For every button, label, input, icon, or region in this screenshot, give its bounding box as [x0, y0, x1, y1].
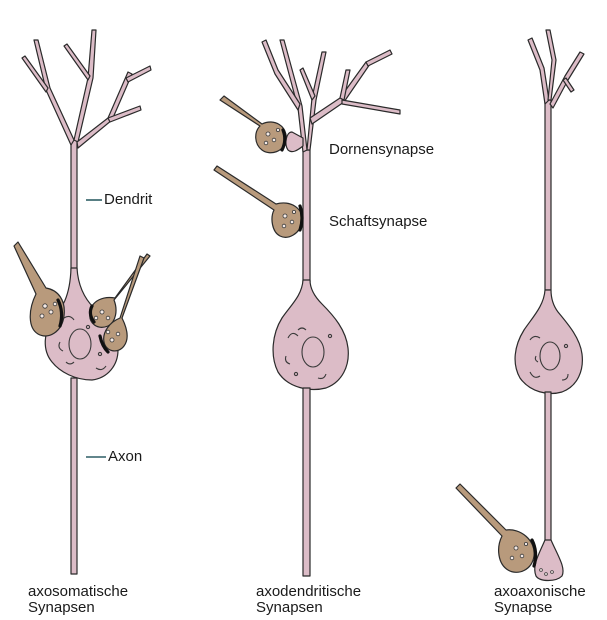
caption-axosomatic: axosomatische Synapsen [28, 584, 128, 616]
dendrite-tree-3 [528, 30, 584, 290]
neuron-axoaxonic [456, 30, 584, 581]
soma-2 [273, 280, 348, 389]
caption-axodendritic: axodendritische Synapsen [256, 584, 361, 616]
caption-axosomatic-line2: Synapsen [28, 600, 128, 616]
caption-axoaxonic-line1: axoaxonische [494, 584, 586, 600]
axon-initial-segment [535, 540, 563, 581]
caption-axoaxonic: axoaxonische Synapse [494, 584, 586, 616]
dendrite-tree-2 [262, 40, 400, 282]
axon-1 [71, 378, 77, 574]
caption-axodendritic-line1: axodendritische [256, 584, 361, 600]
caption-axoaxonic-line2: Synapse [494, 600, 586, 616]
axon-3 [545, 392, 551, 545]
axon-2 [303, 388, 310, 576]
label-schaftsynapse: Schaftsynapse [329, 213, 427, 230]
label-dornensynapse: Dornensynapse [329, 141, 434, 158]
label-axon: Axon [108, 448, 142, 465]
dendritic-spine [286, 132, 303, 152]
caption-axodendritic-line2: Synapsen [256, 600, 361, 616]
caption-axosomatic-line1: axosomatische [28, 584, 128, 600]
dendrite-tree-1 [22, 30, 151, 270]
label-dendrit: Dendrit [104, 191, 152, 208]
presynaptic-terminals-2 [214, 96, 302, 237]
neuron-axosomatic [14, 30, 151, 574]
neuron-axodendritic [214, 40, 400, 576]
